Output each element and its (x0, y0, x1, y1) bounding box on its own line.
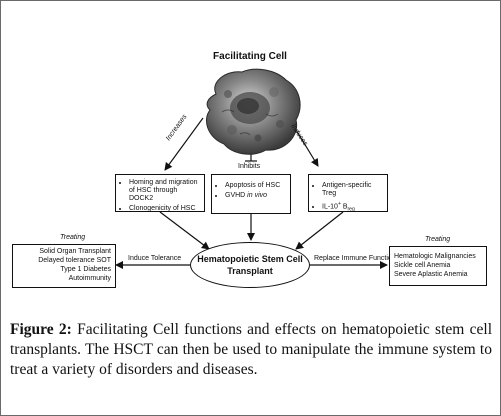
treating-left-line-1: Solid Organ Transplant (39, 248, 111, 255)
box-left-item-2: Clonogenicity of HSC (129, 205, 200, 213)
arrow-increases (164, 117, 204, 171)
treating-left-line-2: Delayed tolerance SOT (38, 257, 111, 264)
box-hsc-homing: Homing and migration of HSC through DOCK… (115, 174, 205, 212)
box-treg: Antigen-specific Treg IL-10+ Breg (308, 174, 388, 214)
in-vivo-text: in vivo (247, 192, 268, 199)
il10-text: IL-10 (322, 203, 338, 211)
breg-sub: reg (347, 206, 355, 213)
label-inhibits: Inhibits (238, 163, 261, 170)
arrow-right-to-center (295, 211, 344, 250)
box-middle-item-1: Apoptosis of HSC (225, 182, 286, 190)
figure-caption: Figure 2: Facilitating Cell functions an… (10, 320, 492, 380)
treating-left-box: Solid Organ Transplant Delayed tolerance… (12, 244, 116, 288)
label-replace-immune: Replace Immune Function (314, 255, 396, 262)
treating-right-box: Hematologic Malignancies Sickle cell Ane… (389, 246, 487, 286)
arrow-left-to-center (159, 211, 210, 250)
diagram-title: Facilitating Cell (213, 51, 287, 62)
facilitating-cell-image (206, 68, 301, 155)
treating-left-line-3: Type 1 Diabetes (60, 266, 111, 273)
treating-left-title: Treating (60, 234, 86, 241)
hsc-transplant-node: Hematopoietic Stem Cell Transplant (190, 242, 310, 288)
treating-right-title: Treating (425, 236, 451, 243)
treating-left-line-4: Autoimmunity (68, 275, 111, 282)
label-induce-tolerance: Induce Tolerance (128, 255, 182, 262)
box-right-item-1: Antigen-specific Treg (322, 182, 383, 198)
caption-label: Figure 2: (10, 321, 72, 338)
treating-right-line-1: Hematologic Malignancies (394, 253, 476, 260)
treating-right-line-3: Severe Aplastic Anemia (394, 271, 468, 278)
il10-sup: + (337, 201, 341, 207)
box-apoptosis: Apoptosis of HSC GVHD in vivo (211, 174, 291, 214)
box-left-item-1: Homing and migration of HSC through DOCK… (129, 179, 200, 203)
caption-text: Facilitating Cell functions and effects … (10, 321, 493, 378)
box-middle-item-2: GVHD in vivo (225, 192, 286, 200)
gvhd-text: GVHD (225, 192, 248, 199)
box-right-item-2: IL-10+ Breg (322, 200, 383, 214)
breg-text: B (342, 203, 348, 211)
treating-right-line-2: Sickle cell Anemia (394, 262, 451, 269)
